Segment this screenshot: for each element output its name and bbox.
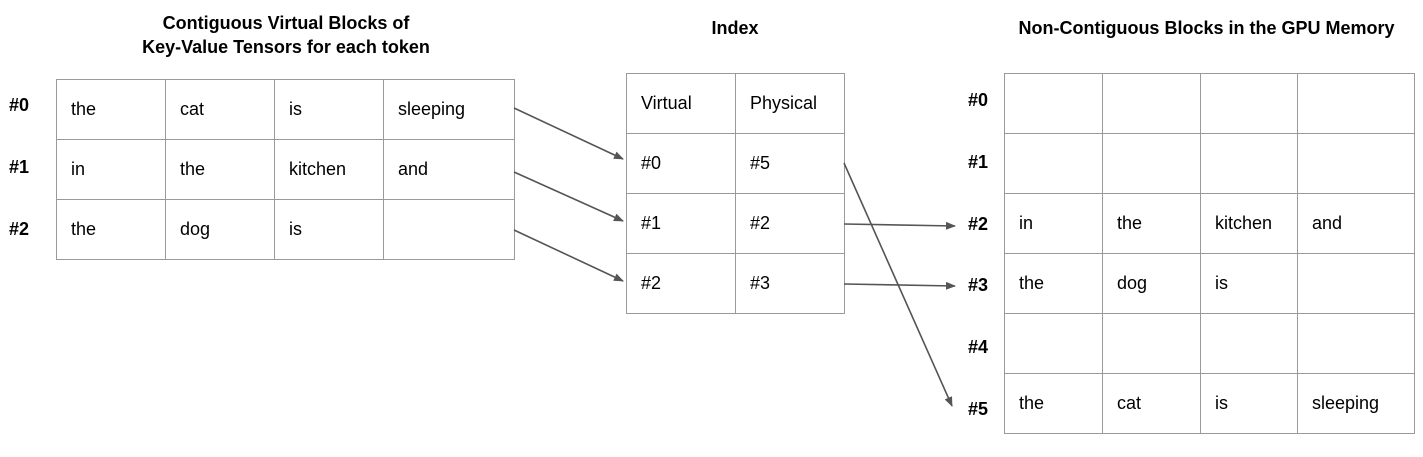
left-row-label: #2 bbox=[9, 219, 30, 239]
left-row-label: #1 bbox=[9, 157, 30, 177]
arrow-virtual-0-to-index bbox=[513, 107, 624, 160]
table-cell: cat bbox=[1102, 373, 1201, 434]
arrow-virtual-2-to-index bbox=[513, 229, 624, 282]
table-cell: sleeping bbox=[1297, 373, 1415, 434]
table-row: in the kitchen and bbox=[56, 139, 515, 200]
table-cell: sleeping bbox=[383, 79, 515, 140]
table-row: #2 #3 bbox=[626, 253, 845, 314]
table-cell bbox=[1200, 133, 1298, 194]
right-row-label: #5 bbox=[968, 399, 989, 419]
table-row: the dog is bbox=[1004, 253, 1415, 314]
table-row: in the kitchen and bbox=[1004, 193, 1415, 254]
table-cell: the bbox=[1004, 253, 1103, 314]
table-cell bbox=[1004, 133, 1103, 194]
table-header-row: Virtual Physical bbox=[626, 73, 845, 134]
table-cell bbox=[1297, 73, 1415, 134]
table-cell: kitchen bbox=[274, 139, 384, 200]
arrow-index-2-to-physical-3 bbox=[843, 281, 956, 290]
index-table: Virtual Physical #0 #5 #1 #2 #2 #3 bbox=[626, 73, 845, 314]
virtual-blocks-table: the cat is sleeping in the kitchen and t… bbox=[56, 79, 515, 260]
table-cell bbox=[1102, 313, 1201, 374]
table-cell: the bbox=[1004, 373, 1103, 434]
right-row-label: #4 bbox=[968, 337, 989, 357]
table-cell bbox=[1102, 73, 1201, 134]
left-title: Contiguous Virtual Blocks of Key-Value T… bbox=[56, 11, 516, 59]
table-header-physical: Physical bbox=[735, 73, 845, 134]
left-row-label: #0 bbox=[9, 95, 30, 115]
table-cell bbox=[1200, 73, 1298, 134]
table-cell: dog bbox=[1102, 253, 1201, 314]
table-row: the dog is bbox=[56, 199, 515, 260]
table-cell: kitchen bbox=[1200, 193, 1298, 254]
table-cell bbox=[1200, 313, 1298, 374]
table-cell: and bbox=[383, 139, 515, 200]
table-cell bbox=[1102, 133, 1201, 194]
table-row bbox=[1004, 73, 1415, 134]
table-cell: the bbox=[56, 199, 166, 260]
table-cell bbox=[383, 199, 515, 260]
table-cell: in bbox=[56, 139, 166, 200]
table-cell bbox=[1297, 313, 1415, 374]
arrow-index-1-to-physical-2 bbox=[843, 221, 956, 230]
table-cell: the bbox=[165, 139, 275, 200]
table-cell: is bbox=[1200, 373, 1298, 434]
table-cell bbox=[1004, 313, 1103, 374]
right-row-label: #0 bbox=[968, 90, 989, 110]
right-title: Non-Contiguous Blocks in the GPU Memory bbox=[1018, 18, 1395, 38]
index-title: Index bbox=[711, 18, 759, 38]
table-cell bbox=[1004, 73, 1103, 134]
table-cell: the bbox=[1102, 193, 1201, 254]
table-row bbox=[1004, 133, 1415, 194]
arrow-index-0-to-physical-5 bbox=[843, 162, 953, 407]
right-row-label: #3 bbox=[968, 275, 989, 295]
gpu-memory-table: in the kitchen and the dog is the cat is… bbox=[1004, 73, 1415, 434]
table-cell: #2 bbox=[626, 253, 736, 314]
table-row bbox=[1004, 313, 1415, 374]
arrow-virtual-1-to-index bbox=[513, 171, 624, 222]
table-row: the cat is sleeping bbox=[56, 79, 515, 140]
left-title-line2: Key-Value Tensors for each token bbox=[142, 37, 430, 57]
table-cell: #3 bbox=[735, 253, 845, 314]
table-cell: dog bbox=[165, 199, 275, 260]
table-cell bbox=[1297, 253, 1415, 314]
table-cell bbox=[1297, 133, 1415, 194]
table-cell: the bbox=[56, 79, 166, 140]
table-cell: #1 bbox=[626, 193, 736, 254]
left-title-line1: Contiguous Virtual Blocks of bbox=[162, 13, 410, 33]
right-row-label: #1 bbox=[968, 152, 989, 172]
table-cell: #2 bbox=[735, 193, 845, 254]
right-row-label: #2 bbox=[968, 214, 989, 234]
table-cell: is bbox=[274, 199, 384, 260]
table-cell: and bbox=[1297, 193, 1415, 254]
table-cell: #5 bbox=[735, 133, 845, 194]
table-header-virtual: Virtual bbox=[626, 73, 736, 134]
table-cell: cat bbox=[165, 79, 275, 140]
table-cell: is bbox=[1200, 253, 1298, 314]
table-cell: in bbox=[1004, 193, 1103, 254]
table-cell: is bbox=[274, 79, 384, 140]
table-row: the cat is sleeping bbox=[1004, 373, 1415, 434]
table-cell: #0 bbox=[626, 133, 736, 194]
table-row: #0 #5 bbox=[626, 133, 845, 194]
table-row: #1 #2 bbox=[626, 193, 845, 254]
